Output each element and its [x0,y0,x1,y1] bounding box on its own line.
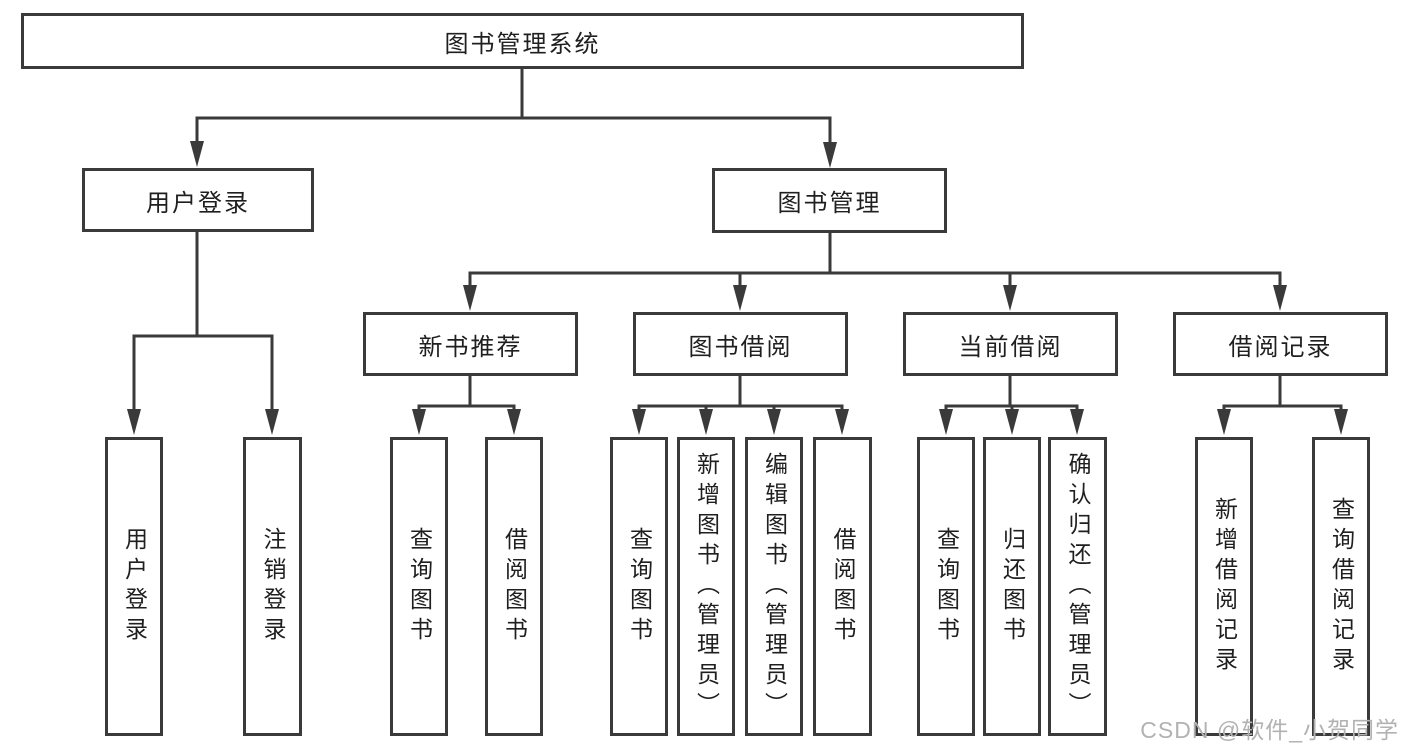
leaf-query-books-1: 查询图书 [390,437,448,736]
leaf-user-login: 用户登录 [105,437,163,736]
node-label: 查询图书 [406,526,433,647]
node-label: 用户登录 [121,526,148,647]
node-label: 图书管理系统 [444,30,601,58]
leaf-confirm-return-admin: 确认归还（管理员） [1048,437,1107,736]
leaf-return-book: 归还图书 [983,437,1041,736]
leaf-logout: 注销登录 [243,437,302,736]
node-label: 图书管理 [777,190,882,217]
node-label: 用户登录 [146,189,250,217]
connector-elbow-lines [132,69,1343,413]
leaf-add-borrow-record: 新增借阅记录 [1195,437,1253,736]
node-library-management-system: 图书管理系统 [21,13,1024,69]
node-book-management: 图书管理 [712,168,947,233]
node-label: 确认归还（管理员） [1065,451,1091,722]
node-label: 新增借阅记录 [1211,496,1238,677]
leaf-query-books-2: 查询图书 [610,437,668,736]
leaf-borrow-books-2: 借阅图书 [813,437,872,736]
node-label: 借阅图书 [501,526,528,647]
node-label: 当前借阅 [958,333,1063,361]
node-label: 查询图书 [933,526,960,647]
node-borrow-records: 借阅记录 [1173,312,1388,376]
node-label: 新增图书（管理员） [693,451,720,722]
node-user-login: 用户登录 [82,168,314,232]
leaf-edit-book-admin: 编辑图书（管理员） [745,437,803,736]
node-new-book-recommend: 新书推荐 [363,312,578,376]
node-label: 查询图书 [626,526,653,647]
leaf-add-book-admin: 新增图书（管理员） [677,437,735,736]
arrow-down-icons [127,141,1348,435]
node-current-borrow: 当前借阅 [903,312,1118,376]
node-label: 新书推荐 [418,333,523,361]
node-label: 注销登录 [260,526,286,647]
node-label: 图书借阅 [688,333,793,361]
node-label: 查询借阅记录 [1328,496,1355,677]
leaf-query-borrow-record: 查询借阅记录 [1312,437,1370,736]
leaf-query-books-3: 查询图书 [917,437,975,736]
node-label: 归还图书 [999,526,1026,647]
node-label: 借阅图书 [830,526,856,647]
leaf-borrow-books-1: 借阅图书 [485,437,543,736]
node-book-borrow: 图书借阅 [633,312,848,376]
csdn-watermark: CSDN @软件_小贺同学 [1140,717,1399,743]
node-label: 编辑图书（管理员） [761,451,788,722]
node-label: 借阅记录 [1228,333,1333,361]
